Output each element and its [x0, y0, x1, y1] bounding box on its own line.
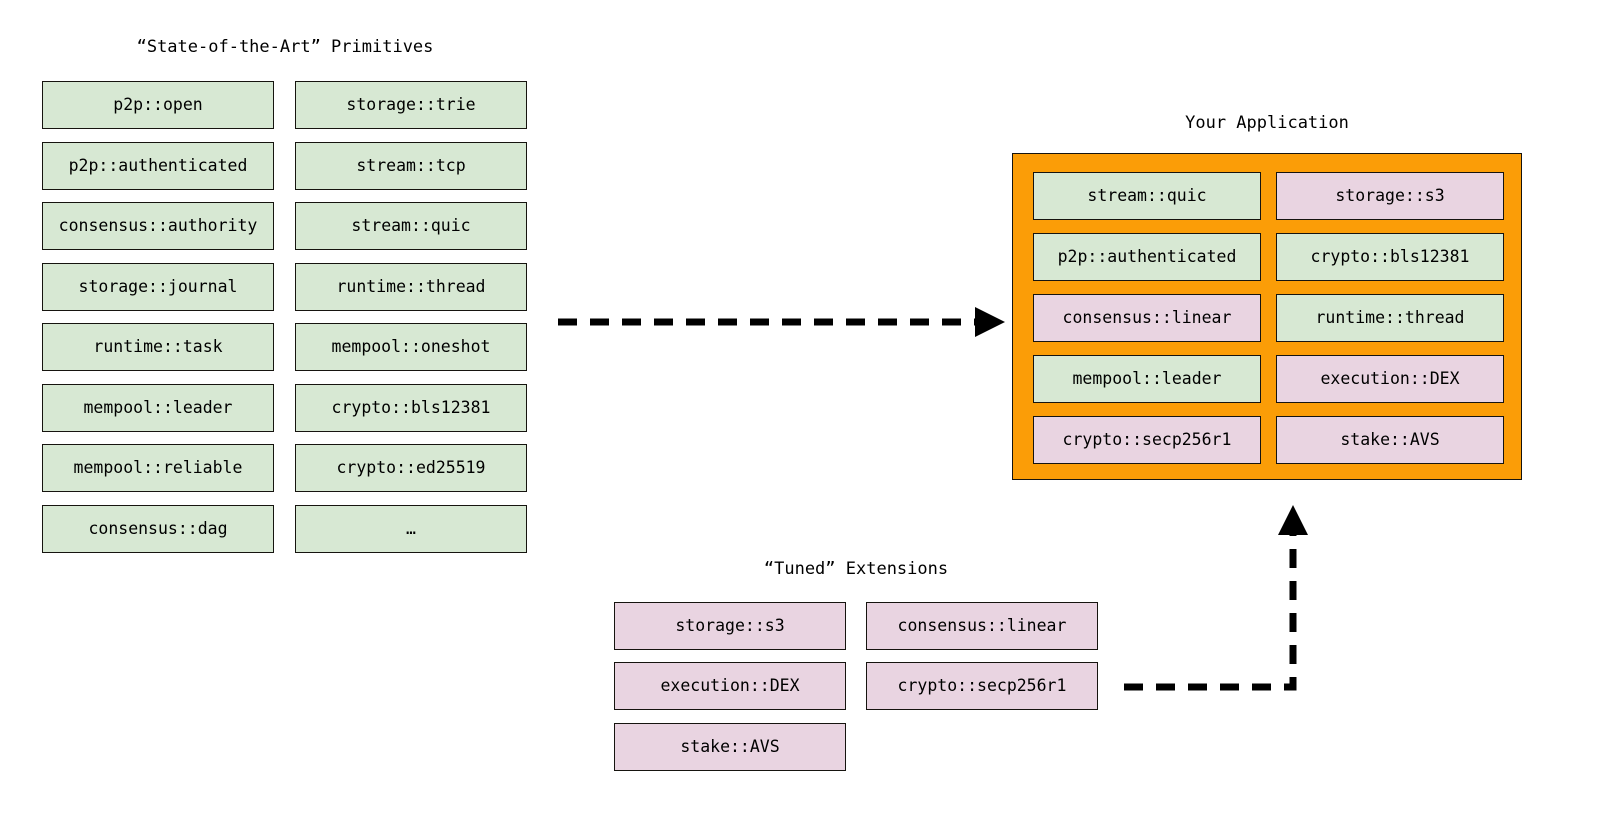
application-module-label: crypto::secp256r1 [1062, 429, 1232, 449]
arrow-shaft [1124, 535, 1297, 691]
primitive-label: crypto::ed25519 [336, 457, 486, 477]
application-module-label: p2p::authenticated [1057, 246, 1237, 266]
arrow-head-up [1278, 505, 1308, 535]
application-module-box[interactable]: crypto::secp256r1 [1033, 416, 1261, 464]
application-module-label: stream::quic [1087, 185, 1207, 205]
extension-label: crypto::secp256r1 [897, 675, 1067, 695]
application-panel: stream::quic p2p::authenticated consensu… [1012, 153, 1522, 480]
primitive-box[interactable]: … [295, 505, 527, 553]
primitive-label: consensus::dag [88, 518, 228, 538]
primitive-label: mempool::oneshot [331, 336, 491, 356]
application-section-title: Your Application [1185, 113, 1349, 133]
primitive-label: stream::tcp [356, 155, 466, 175]
primitive-box[interactable]: mempool::reliable [42, 444, 274, 492]
primitive-box[interactable]: mempool::leader [42, 384, 274, 432]
primitive-label: runtime::task [93, 336, 223, 356]
primitive-label: p2p::authenticated [68, 155, 248, 175]
extension-label: stake::AVS [680, 736, 780, 756]
arrow-extensions-to-application [1124, 505, 1308, 691]
primitive-box[interactable]: consensus::authority [42, 202, 274, 250]
primitive-box[interactable]: runtime::task [42, 323, 274, 371]
primitive-label: consensus::authority [58, 215, 258, 235]
primitive-box[interactable]: storage::journal [42, 263, 274, 311]
primitive-box[interactable]: storage::trie [295, 81, 527, 129]
application-module-label: execution::DEX [1320, 368, 1460, 388]
primitive-label: p2p::open [113, 94, 203, 114]
primitive-label: runtime::thread [336, 276, 486, 296]
primitive-box[interactable]: consensus::dag [42, 505, 274, 553]
primitive-label: stream::quic [351, 215, 471, 235]
application-module-box[interactable]: runtime::thread [1276, 294, 1504, 342]
application-module-label: crypto::bls12381 [1310, 246, 1470, 266]
application-module-box[interactable]: stream::quic [1033, 172, 1261, 220]
application-module-box[interactable]: mempool::leader [1033, 355, 1261, 403]
application-module-label: stake::AVS [1340, 429, 1440, 449]
application-module-label: mempool::leader [1072, 368, 1222, 388]
arrow-primitives-to-application [558, 307, 1005, 337]
primitive-label: storage::trie [346, 94, 476, 114]
extension-label: consensus::linear [897, 615, 1067, 635]
extension-box[interactable]: stake::AVS [614, 723, 846, 771]
extension-box[interactable]: execution::DEX [614, 662, 846, 710]
application-module-box[interactable]: execution::DEX [1276, 355, 1504, 403]
primitive-box[interactable]: p2p::open [42, 81, 274, 129]
primitive-label: mempool::leader [83, 397, 233, 417]
primitive-box[interactable]: stream::tcp [295, 142, 527, 190]
primitive-label: … [406, 518, 416, 538]
application-module-box[interactable]: storage::s3 [1276, 172, 1504, 220]
application-module-label: runtime::thread [1315, 307, 1465, 327]
extension-label: execution::DEX [660, 675, 800, 695]
arrow-head-right [975, 307, 1005, 337]
extension-box[interactable]: storage::s3 [614, 602, 846, 650]
application-module-label: consensus::linear [1062, 307, 1232, 327]
extensions-section-title: “Tuned” Extensions [763, 559, 949, 579]
extension-box[interactable]: crypto::secp256r1 [866, 662, 1098, 710]
primitive-label: mempool::reliable [73, 457, 243, 477]
primitive-box[interactable]: runtime::thread [295, 263, 527, 311]
application-module-label: storage::s3 [1335, 185, 1445, 205]
primitive-box[interactable]: stream::quic [295, 202, 527, 250]
primitive-label: storage::journal [78, 276, 238, 296]
application-module-box[interactable]: stake::AVS [1276, 416, 1504, 464]
primitive-box[interactable]: mempool::oneshot [295, 323, 527, 371]
extension-box[interactable]: consensus::linear [866, 602, 1098, 650]
application-module-box[interactable]: p2p::authenticated [1033, 233, 1261, 281]
primitive-box[interactable]: crypto::bls12381 [295, 384, 527, 432]
primitive-label: crypto::bls12381 [331, 397, 491, 417]
extension-label: storage::s3 [675, 615, 785, 635]
primitive-box[interactable]: p2p::authenticated [42, 142, 274, 190]
application-module-box[interactable]: crypto::bls12381 [1276, 233, 1504, 281]
primitives-section-title: “State-of-the-Art” Primitives [136, 37, 434, 57]
primitive-box[interactable]: crypto::ed25519 [295, 444, 527, 492]
application-module-box[interactable]: consensus::linear [1033, 294, 1261, 342]
